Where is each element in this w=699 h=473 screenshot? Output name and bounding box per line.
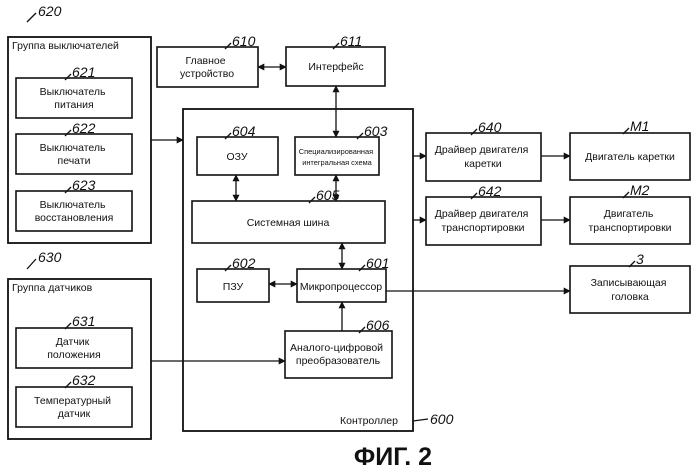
ref-600: 600 [430, 411, 454, 427]
ref-630-leader [27, 259, 36, 269]
switch-group-label: Группа выключателей [12, 40, 119, 52]
ref-3: 3 [636, 251, 644, 267]
power-switch-block [16, 78, 132, 118]
ref-611: 611 [340, 33, 362, 49]
transport-driver-block [426, 197, 541, 245]
position-sensor-block [16, 328, 132, 368]
system-bus-label: Системная шина [247, 217, 330, 229]
carriage-driver-block [426, 133, 541, 181]
ref-630: 630 [38, 249, 62, 265]
ref-620-leader [27, 13, 36, 22]
interface-label: Интерфейс [308, 61, 363, 73]
main-device-block [157, 47, 258, 87]
ref-640: 640 [478, 119, 502, 135]
sensor-group-label: Группа датчиков [12, 282, 93, 294]
ref-601: 601 [366, 255, 389, 271]
adc-label: Аналого-цифровой преобразователь [290, 342, 386, 367]
ref-604: 604 [232, 123, 256, 139]
print-switch-block [16, 134, 132, 174]
asic-block [295, 137, 379, 175]
ref-642: 642 [478, 183, 502, 199]
ref-610: 610 [232, 33, 256, 49]
ref-605: 605 [316, 187, 340, 203]
carriage-motor-label: Двигатель каретки [585, 151, 675, 163]
recording-head-block [570, 266, 690, 313]
ref-622: 622 [72, 120, 96, 136]
microprocessor-label: Микропроцессор [300, 281, 382, 293]
ref-m1: M1 [630, 118, 649, 134]
ref-603: 603 [364, 123, 388, 139]
restore-switch-label: Выключатель восстановления [35, 199, 114, 224]
transport-motor-block [570, 197, 690, 244]
ref-600-leader [413, 419, 428, 421]
ref-602: 602 [232, 255, 256, 271]
controller-label: Контроллер [340, 415, 398, 427]
ram-label: ОЗУ [226, 151, 247, 163]
ref-620: 620 [38, 3, 62, 19]
temperature-sensor-block [16, 387, 132, 427]
figure-caption: ФИГ. 2 [354, 443, 432, 471]
ref-623: 623 [72, 177, 96, 193]
rom-label: ПЗУ [223, 281, 244, 293]
ref-632: 632 [72, 372, 96, 388]
ref-621: 621 [72, 64, 95, 80]
restore-switch-block [16, 191, 132, 231]
ref-606: 606 [366, 317, 390, 333]
ref-m2: M2 [630, 182, 650, 198]
main-device-label: Главное устройство [180, 55, 234, 80]
ref-631: 631 [72, 313, 95, 329]
